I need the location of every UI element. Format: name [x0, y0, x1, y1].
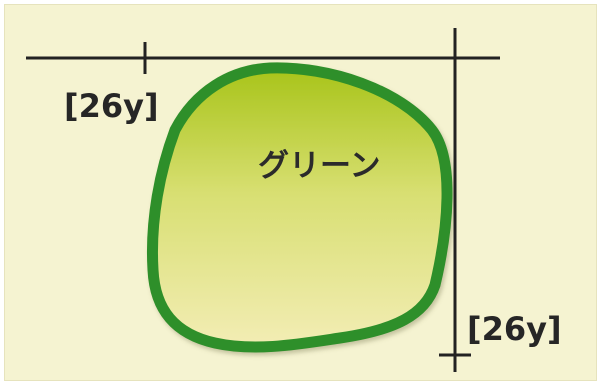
dimension-label-right: [26y]	[467, 310, 562, 348]
green-shape	[147, 62, 453, 353]
green-label: グリーン	[258, 148, 381, 184]
dimension-label-top: [26y]	[64, 87, 159, 125]
